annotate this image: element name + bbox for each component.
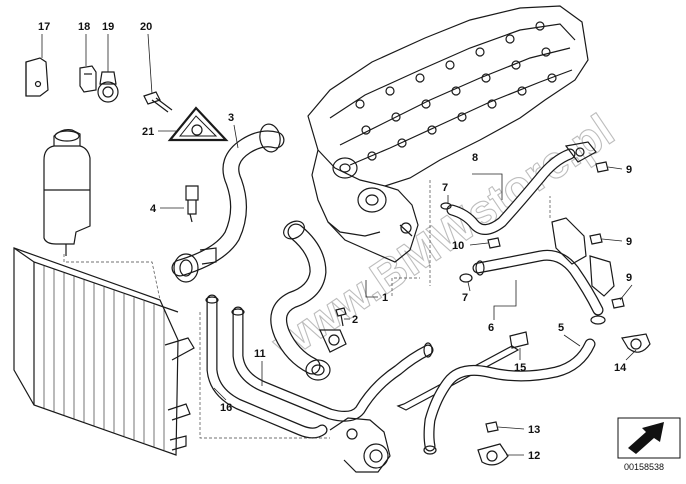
expansion-tank [43,129,91,256]
head-bolt [367,151,377,161]
head-bolt [445,60,455,70]
callout-label-10: 10 [452,240,464,252]
bracket-part-17 [25,57,49,97]
radiator-fins [43,266,165,450]
radiator-hose-part-3 [171,123,285,283]
head-bolt [361,125,371,135]
radiator [13,247,195,456]
callout-label-7b: 7 [462,292,468,304]
head-bolt [391,112,401,122]
head-bolt [385,86,395,96]
leader-line-14 [625,349,637,361]
head-bolt [511,60,521,70]
leader-line-5 [563,334,581,347]
leader-line-9a [607,166,623,170]
callout-label-9b: 9 [626,236,632,248]
clamp-part-12 [477,443,509,466]
leader-line-20 [147,33,153,95]
temperature-sensor-part-4 [185,185,199,223]
callout-label-9c: 9 [626,272,632,284]
head-bolt [421,99,431,109]
callout-leader-lines [41,33,637,456]
coolant-hose-part-6 [472,217,615,325]
callout-label-9a: 9 [626,164,632,176]
reference-lines [63,180,551,439]
callout-label-6: 6 [488,322,494,334]
callout-label-1: 1 [382,292,388,304]
cylinder-head-bolts [355,21,557,161]
head-bolt [427,125,437,135]
bolt-part-9-lower [611,297,625,309]
coolant-hose-part-5 [423,338,596,455]
head-bolt [487,99,497,109]
auxiliary-water-pump [329,417,391,473]
screw-part-13 [485,421,499,433]
callout-label-15: 15 [514,362,526,374]
callout-label-12: 12 [528,450,540,462]
leader-line-9b [601,238,623,242]
head-bolt [517,86,527,96]
leader-line-6 [493,280,517,320]
callout-label-13: 13 [528,424,540,436]
leader-line-16 [213,387,227,401]
leader-line-10 [469,242,489,246]
warning-label-part-21 [167,106,229,142]
callout-label-7a: 7 [442,182,448,194]
bolt-part-9-upper [595,161,609,173]
callout-label-20: 20 [140,21,152,33]
head-bolt [541,47,551,57]
clip-part-18 [79,65,97,93]
clamp-part-14 [621,333,651,353]
cable-tie-part-15 [396,331,529,411]
callout-label-8: 8 [472,152,478,164]
head-bolt [397,138,407,148]
head-bolt [355,99,365,109]
coolant-pipe-part-11 [231,306,434,422]
head-bolt [547,73,557,83]
callout-label-2: 2 [352,314,358,326]
leader-line-3 [233,124,239,149]
head-bolt [481,73,491,83]
callout-label-21: 21 [142,126,154,138]
head-bolt [451,86,461,96]
head-bolt [457,112,467,122]
callout-label-5: 5 [558,322,564,334]
bolt-part-2 [335,307,347,327]
head-bolt [505,34,515,44]
callout-label-17: 17 [38,21,50,33]
leader-line-9c [619,284,633,301]
clamp-part-19 [97,71,119,103]
bolt-part-9-middle [589,233,603,245]
coolant-hose-part-8 [446,141,597,235]
head-bolt [475,47,485,57]
callout-label-3: 3 [228,112,234,124]
clip-part-10 [487,237,501,249]
diagram-code: 00158538 [624,462,664,472]
callout-label-18: 18 [78,21,90,33]
head-bolt [415,73,425,83]
leader-line-8 [472,173,503,200]
bolt-part-20 [143,91,173,113]
head-bolt [535,21,545,31]
leader-line-7b [467,281,471,292]
callout-label-11: 11 [254,348,266,360]
oring-part-7-upper [440,202,452,210]
leader-line-13 [497,426,525,430]
coolant-hose-part-1 [270,220,347,381]
oring-part-7-lower [459,273,473,283]
direction-arrow-box [617,417,681,459]
coolant-pipe-part-16 [205,294,328,439]
cylinder-head [307,5,589,263]
callout-label-4: 4 [150,203,157,215]
callout-label-14: 14 [614,362,627,374]
leader-line-1 [365,280,378,298]
callout-label-16: 16 [220,402,232,414]
callout-label-19: 19 [102,21,114,33]
